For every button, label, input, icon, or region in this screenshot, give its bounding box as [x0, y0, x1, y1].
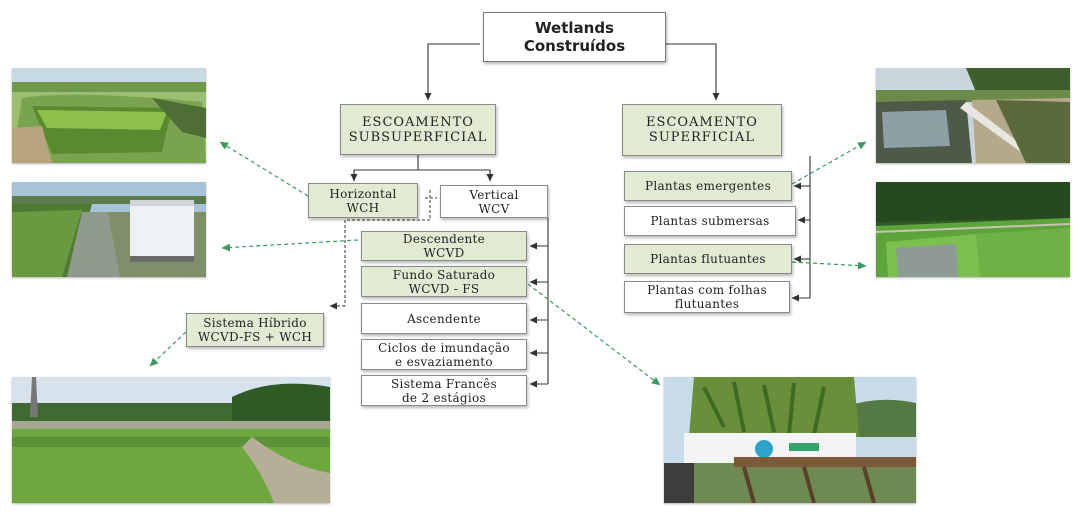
wetland-fs-photo — [664, 377, 916, 503]
surface-line1: ESCOAMENTO — [646, 115, 758, 130]
subsurface-line1: ESCOAMENTO — [362, 114, 474, 130]
vertical-type-line1: Sistema Francês — [391, 376, 497, 391]
wetland-emergent-photo — [876, 68, 1070, 163]
wetland-horizontal-photo — [12, 68, 206, 163]
vertical-type-box-sistema-frances: Sistema Francês de 2 estágios — [361, 375, 527, 406]
vertical-type-box-ascendente: Ascendente — [361, 303, 527, 334]
surface-type-box-submersas: Plantas submersas — [624, 206, 796, 236]
surface-type-line1: Plantas flutuantes — [650, 252, 766, 266]
horizontal-line2: WCH — [346, 200, 380, 215]
surface-type-line1: Plantas emergentes — [644, 179, 772, 193]
surface-line2: SUPERFICIAL — [648, 130, 756, 145]
surface-type-box-folhas-flutuantes: Plantas com folhas flutuantes — [624, 281, 790, 313]
hybrid-system-box: Sistema Híbrido WCVD-FS + WCH — [186, 313, 324, 347]
vertical-type-line2: e esvaziamento — [395, 354, 493, 369]
vertical-wcv-box: Vertical WCV — [440, 185, 548, 218]
surface-type-line1: Plantas com folhas — [647, 283, 767, 297]
vertical-type-line1: Ciclos de imundação — [378, 340, 510, 355]
surface-type-line1: Plantas submersas — [650, 214, 770, 228]
root-title-line1: Wetlands — [535, 19, 614, 37]
root-title-box: Wetlands Construídos — [483, 12, 666, 62]
vertical-line2: WCV — [478, 201, 510, 216]
surface-flow-box: ESCOAMENTO SUPERFICIAL — [622, 104, 782, 156]
wetland-hybrid-photo — [12, 377, 330, 503]
surface-type-line2: flutuantes — [674, 297, 740, 311]
wetland-floating-photo — [876, 182, 1070, 277]
vertical-type-box-descendente: Descendente WCVD — [361, 231, 527, 261]
hybrid-line2: WCVD-FS + WCH — [197, 330, 313, 344]
surface-type-box-flutuantes: Plantas flutuantes — [624, 244, 792, 274]
vertical-type-line1: Ascendente — [407, 311, 481, 326]
vertical-type-box-ciclos: Ciclos de imundação e esvaziamento — [361, 339, 527, 370]
wetland-vertical-photo — [12, 182, 206, 277]
horizontal-line1: Horizontal — [329, 186, 397, 201]
vertical-type-line1: Descendente — [402, 232, 486, 246]
horizontal-wch-box: Horizontal WCH — [308, 183, 418, 218]
vertical-type-line2: WCVD — [423, 246, 465, 260]
surface-type-box-emergentes: Plantas emergentes — [624, 171, 792, 201]
root-title-line2: Construídos — [523, 37, 626, 55]
subsurface-flow-box: ESCOAMENTO SUBSUPERFICIAL — [340, 104, 496, 155]
subsurface-line2: SUBSUPERFICIAL — [348, 129, 488, 145]
vertical-type-box-fundo-saturado: Fundo Saturado WCVD - FS — [361, 266, 527, 297]
vertical-type-line2: WCVD - FS — [408, 281, 480, 296]
vertical-line1: Vertical — [469, 187, 519, 202]
vertical-type-line1: Fundo Saturado — [392, 267, 496, 282]
hybrid-line1: Sistema Híbrido — [203, 316, 307, 330]
vertical-type-line2: de 2 estágios — [401, 390, 487, 405]
